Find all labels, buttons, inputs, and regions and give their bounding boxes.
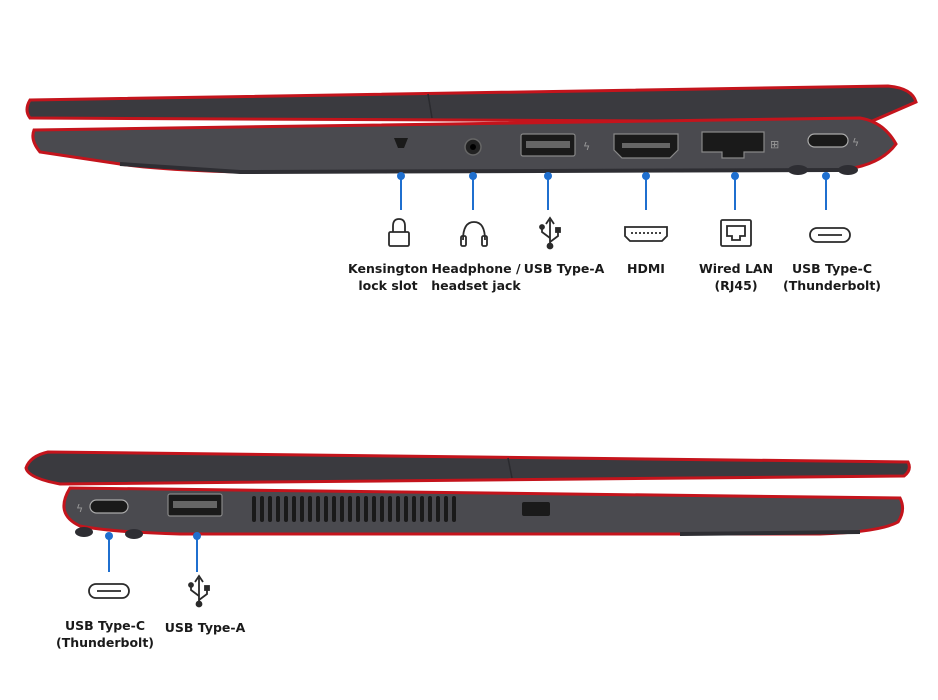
vent-slat <box>396 496 400 522</box>
vent-slat <box>356 496 360 522</box>
callout-dot <box>731 172 739 180</box>
base-right <box>31 116 898 174</box>
vent-slat <box>420 496 424 522</box>
headphones-icon <box>460 221 488 247</box>
label-usb-c: USB Type-C(Thunderbolt) <box>782 261 882 293</box>
callout-dot <box>469 172 477 180</box>
lid-right <box>25 84 918 124</box>
callout-dot <box>105 532 113 540</box>
vent-slat <box>276 496 280 522</box>
lock-icon <box>388 218 410 247</box>
vent-slat <box>428 496 432 522</box>
callout-dot <box>822 172 830 180</box>
kensington-slot <box>394 138 408 148</box>
label-usb-a: USB Type-A <box>523 261 605 276</box>
usb-c-icon <box>88 583 130 599</box>
callouts-right <box>400 176 827 210</box>
label-headphone: Headphone /headset jack <box>431 261 521 293</box>
vent-slat <box>284 496 288 522</box>
vent-slat <box>292 496 296 522</box>
svg-text:⊞: ⊞ <box>770 138 779 151</box>
label-hdmi: HDMI <box>627 261 665 276</box>
svg-text:ϟ: ϟ <box>583 140 590 153</box>
base-left <box>62 486 905 536</box>
label-wired-lan: Wired LAN(RJ45) <box>698 261 774 293</box>
foot <box>125 529 143 539</box>
callout-dot <box>544 172 552 180</box>
svg-text:ϟ: ϟ <box>852 136 859 149</box>
vent-slat <box>316 496 320 522</box>
callout-dot <box>397 172 405 180</box>
rj45-port <box>701 131 765 159</box>
vent-slat <box>436 496 440 522</box>
label-usb-c-left: USB Type-C(Thunderbolt) <box>55 618 155 650</box>
usb-icon <box>539 216 561 250</box>
vent-slat <box>388 496 392 522</box>
vent-slat <box>380 496 384 522</box>
vent-slat <box>412 496 416 522</box>
base-shadow <box>119 162 841 175</box>
usb-icon <box>188 574 210 608</box>
callout-dot <box>193 532 201 540</box>
usb-c-icon <box>809 227 851 243</box>
vent-slat <box>260 496 264 522</box>
label-usb-a-left: USB Type-A <box>164 620 246 635</box>
lid-seam <box>427 93 433 119</box>
hdmi-icon <box>624 226 668 242</box>
lid-left <box>24 450 911 486</box>
vent-slat <box>348 496 352 522</box>
vent-slat <box>332 496 336 522</box>
foot <box>788 165 808 175</box>
vent-slat <box>308 496 312 522</box>
vent-slat <box>340 496 344 522</box>
usb-c-port <box>89 499 129 514</box>
foot <box>838 165 858 175</box>
lid-seam <box>507 457 513 479</box>
vent-slat <box>372 496 376 522</box>
vent-slat <box>300 496 304 522</box>
vent-slat <box>364 496 368 522</box>
vent-slat <box>444 496 448 522</box>
side-slot <box>522 502 550 516</box>
vent-slat <box>404 496 408 522</box>
vent-slat <box>324 496 328 522</box>
ethernet-icon <box>720 219 752 247</box>
callout-dot <box>642 172 650 180</box>
usb-c-port <box>807 133 849 148</box>
svg-text:ϟ: ϟ <box>76 502 83 515</box>
right-side-view: ϟ ⊞ ϟ <box>25 84 918 250</box>
vent-slat <box>252 496 256 522</box>
vent-slat <box>268 496 272 522</box>
callouts-left <box>108 536 198 572</box>
foot <box>75 527 93 537</box>
vent-slat <box>452 496 456 522</box>
vent-grille <box>252 496 456 522</box>
left-side-view: ϟ <box>24 450 911 608</box>
